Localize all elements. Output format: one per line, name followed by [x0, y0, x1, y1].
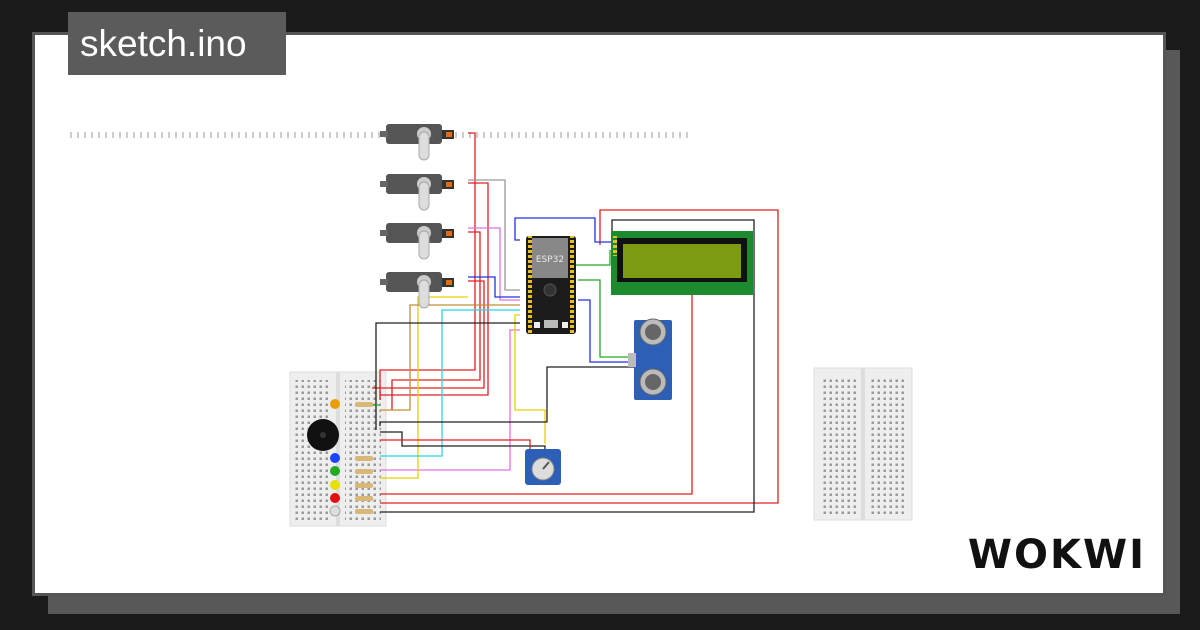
- servo-motors[interactable]: [380, 124, 454, 309]
- ultrasonic-sensor[interactable]: [628, 318, 672, 400]
- servo-4[interactable]: [380, 272, 454, 309]
- potentiometer[interactable]: [525, 449, 561, 485]
- servo-1[interactable]: [380, 124, 454, 161]
- breadboard-right[interactable]: [813, 367, 913, 521]
- lcd-display[interactable]: [611, 231, 753, 295]
- project-card[interactable]: [32, 32, 1166, 596]
- breadboard-left[interactable]: [289, 371, 387, 527]
- wokwi-logo-text: WOKWI: [968, 532, 1146, 578]
- esp32-label: ESP32: [536, 255, 564, 265]
- servo-2[interactable]: [380, 174, 454, 211]
- leds[interactable]: [329, 399, 341, 517]
- sketch-title-tab[interactable]: sketch.ino: [68, 12, 286, 75]
- esp32-board[interactable]: ESP32: [526, 236, 576, 334]
- wokwi-logo: WOKWI: [968, 532, 1146, 578]
- resistors: [355, 402, 373, 514]
- servo-3[interactable]: [380, 223, 454, 260]
- buzzer[interactable]: [307, 419, 339, 451]
